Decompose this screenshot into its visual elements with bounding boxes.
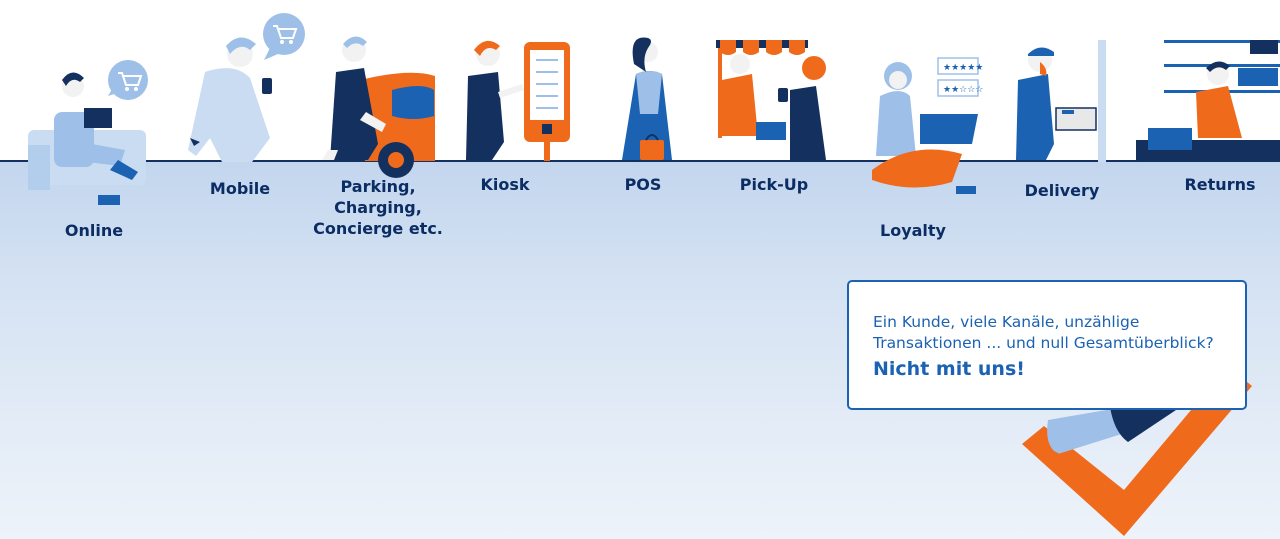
channel-label-mobile: Mobile: [209, 179, 271, 198]
pos-illustration: [622, 37, 672, 160]
loyalty-illustration: ★★★★★ ★★☆☆☆: [872, 57, 983, 194]
channel-label-returns: Returns: [1184, 175, 1256, 194]
channel-label-parking: Parking, Charging, Concierge etc.: [313, 177, 443, 238]
mobile-illustration: [188, 13, 305, 162]
callout-text: Ein Kunde, viele Kanäle, unzählige Trans…: [873, 313, 1214, 352]
channel-label-loyalty: Loyalty: [880, 221, 946, 240]
channel-label-kiosk: Kiosk: [480, 175, 530, 194]
pickup-illustration: [716, 40, 826, 160]
channel-label-online: Online: [64, 221, 124, 240]
mobile-cart-bubble: [263, 13, 305, 55]
svg-text:★★☆☆☆: ★★☆☆☆: [943, 85, 983, 95]
channel-label-pos: POS: [624, 175, 662, 194]
svg-text:★★★★★: ★★★★★: [943, 63, 983, 73]
returns-illustration: [1136, 40, 1280, 162]
horizon-line: [0, 160, 1280, 162]
callout-emphasis: Nicht mit uns!: [873, 358, 1025, 380]
delivery-illustration: [1016, 40, 1106, 162]
online-illustration: [28, 60, 148, 205]
parking-illustration: [322, 36, 435, 178]
channel-label-delivery: Delivery: [1024, 181, 1100, 200]
kiosk-illustration: [466, 40, 570, 161]
channel-label-pickup: Pick-Up: [739, 175, 809, 194]
message-callout: Ein Kunde, viele Kanäle, unzählige Trans…: [847, 280, 1247, 410]
